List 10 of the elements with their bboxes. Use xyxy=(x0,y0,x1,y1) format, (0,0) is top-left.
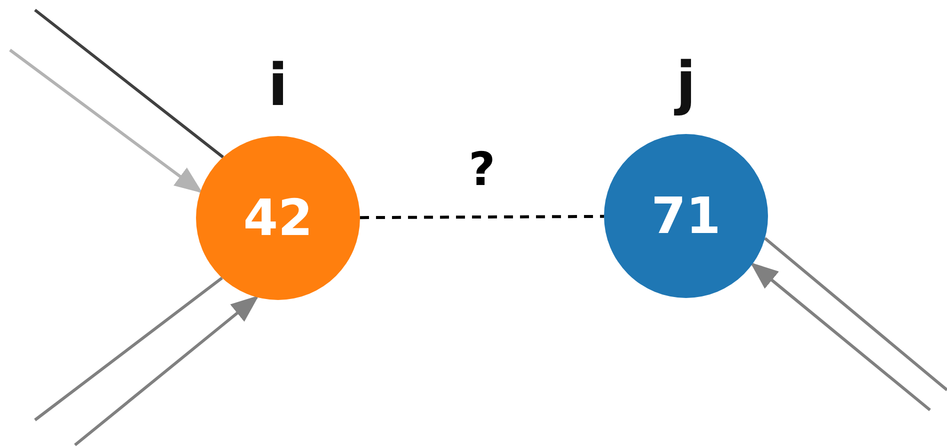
arrow xyxy=(9,48,203,194)
dashed-line xyxy=(360,214,604,220)
line xyxy=(764,237,947,392)
node-value: 42 xyxy=(243,189,313,247)
line xyxy=(34,8,224,158)
line xyxy=(34,276,223,422)
arrow xyxy=(750,262,931,412)
node-value: 71 xyxy=(651,187,721,245)
node-caption: i xyxy=(268,56,288,114)
arrow xyxy=(74,295,259,446)
